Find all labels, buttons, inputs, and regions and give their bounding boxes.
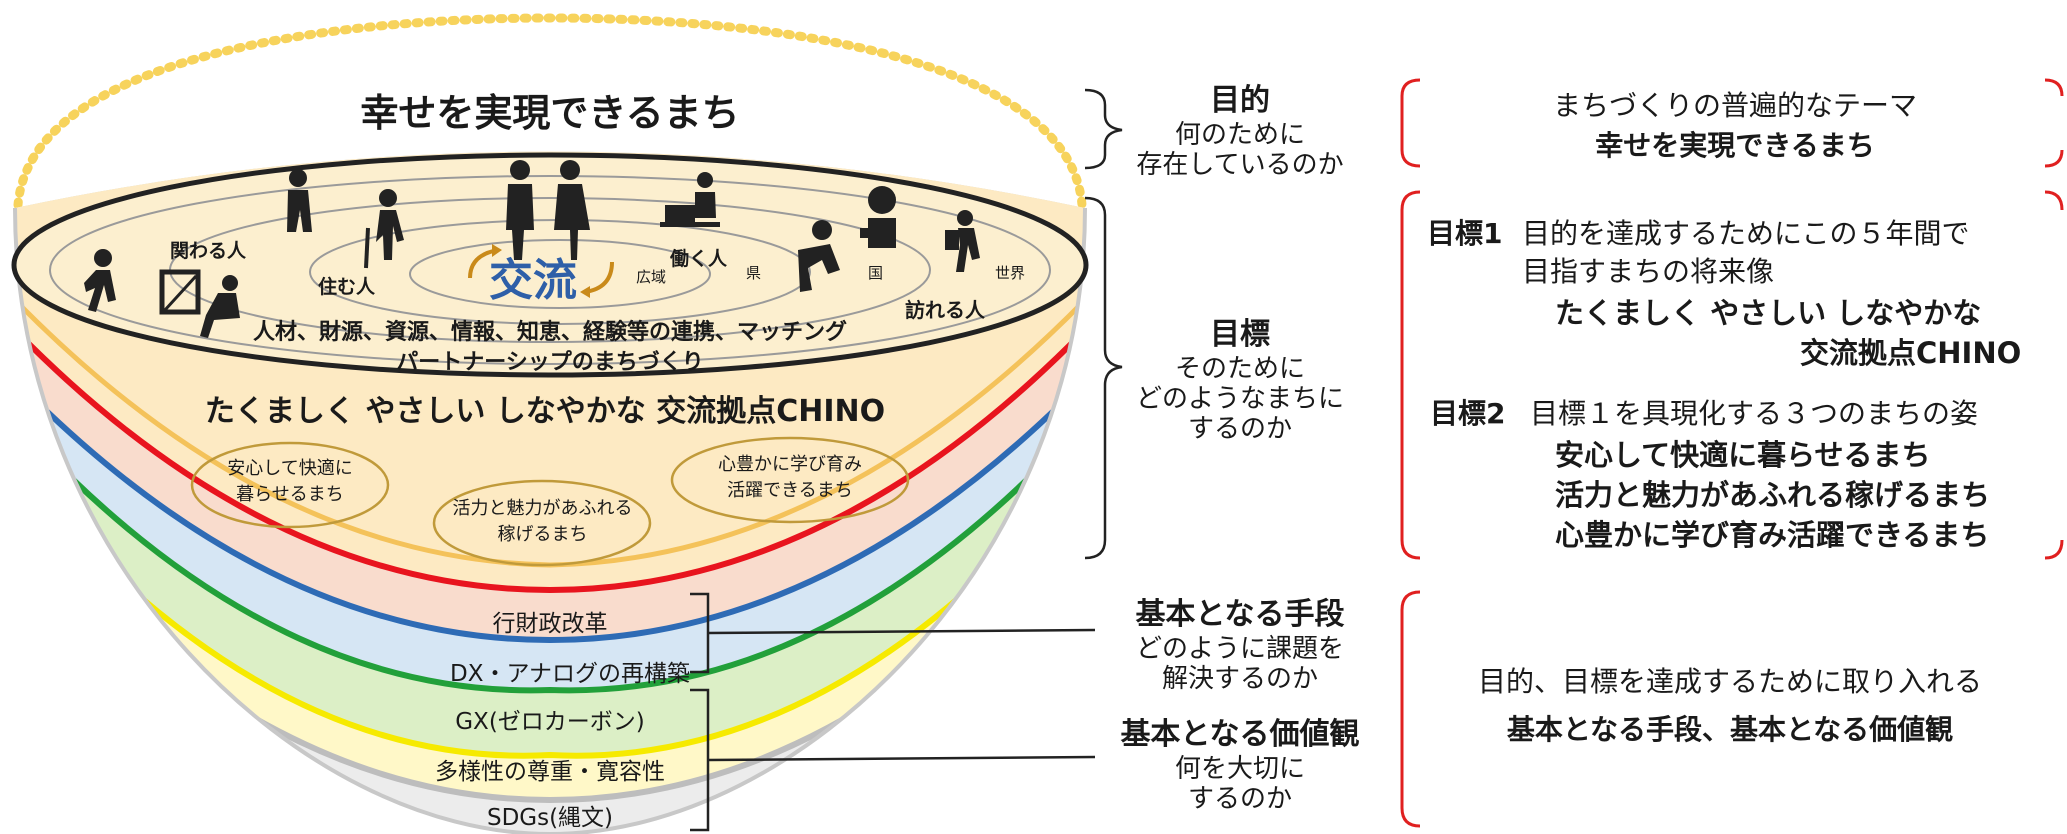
ring-label-prefecture: 県 [746, 264, 762, 282]
layer-gx: GX(ゼロカーボン) [455, 709, 645, 735]
office-worker-icon [660, 172, 720, 227]
ring-label-regional: 広域 [636, 268, 667, 286]
ring-label-world: 世界 [995, 264, 1026, 282]
purpose-line-1: 何のために [1174, 120, 1305, 150]
center-label: 交流 [489, 255, 577, 306]
people-visit-label: 訪れる人 [905, 298, 985, 322]
values-heading: 基本となる価値観 [1120, 717, 1360, 752]
goal2-text: 目標１を具現化する３つのまちの姿 [1530, 397, 1979, 430]
purpose-block: 目的 何のために 存在しているのか [1120, 82, 1360, 180]
means-block: 基本となる手段 どのように課題を 解決するのか [1115, 596, 1365, 694]
purpose-line-2: 存在しているのか [1136, 150, 1344, 180]
goal1-bold-2: 交流拠点CHINO [1800, 336, 2022, 370]
goal2-label: 目標2 [1430, 397, 1506, 430]
bowl-title: 幸せを実現できるまち [360, 91, 740, 135]
goal-item-learning: 心豊かに学び育み 活躍できるまち [718, 454, 862, 501]
right-purpose-line-2: 幸せを実現できるまち [1595, 129, 1875, 162]
goal1-text-1: 目的を達成するためにこの５年間で [1522, 217, 1970, 250]
goal1-text-2: 目指すまちの将来像 [1522, 255, 1775, 288]
ring-label-country: 国 [868, 264, 884, 282]
elder-with-cane-icon [364, 189, 404, 269]
goal-line-1: そのために [1174, 354, 1305, 384]
layer-dx: DX・アナログの再構築 [449, 661, 690, 687]
right-means-line-1: 目的、目標を達成するために取り入れる [1477, 665, 1982, 698]
goal2-item-3: 心豊かに学び育み活躍できるまち [1555, 518, 1990, 552]
linkage-line-2: パートナーシップのまちづくり [396, 350, 704, 375]
people-live-label: 住む人 [318, 276, 376, 298]
walking-person-icon [84, 249, 116, 312]
right-means-line-2: 基本となる手段、基本となる価値観 [1506, 713, 1954, 746]
goal1-label: 目標1 [1427, 217, 1503, 250]
window-person-icon [159, 269, 240, 338]
dome-dotted-arc [13, 13, 1087, 210]
goal2-item-2: 活力と魅力があふれる稼げるまち [1555, 478, 1991, 512]
goal-heading: 目標 [1210, 317, 1270, 352]
goal-item-safe: 安心して快適に 暮らせるまち [227, 458, 353, 505]
traveler-icon [945, 210, 980, 272]
layer-sdgs: SDGs(縄文) [486, 805, 614, 831]
people-icons [84, 160, 980, 338]
values-line-2: するのか [1187, 784, 1292, 814]
values-block: 基本となる価値観 何を大切に するのか [1110, 716, 1370, 814]
right-purpose-line-1: まちづくりの普遍的なテーマ [1552, 89, 1917, 122]
goal-line-3: するのか [1187, 414, 1292, 444]
goal-item-vitality: 活力と魅力があふれる 稼げるまち [452, 498, 633, 545]
goal-title: たくましく やさしい しなやかな 交流拠点CHINO [204, 394, 886, 429]
values-line-1: 何を大切に [1174, 754, 1305, 784]
means-line-2: 解決するのか [1161, 664, 1318, 694]
means-heading: 基本となる手段 [1135, 597, 1345, 632]
goal1-bold-1: たくましく やさしい しなやかな [1555, 296, 1982, 330]
goal-line-2: どのようなまちに [1135, 384, 1344, 414]
means-line-1: どのように課題を [1135, 634, 1344, 664]
purpose-title: 目的 [1210, 83, 1270, 118]
layer-diversity: 多様性の尊重・寛容性 [435, 759, 665, 785]
people-work-label: 働く人 [670, 248, 728, 270]
goal2-item-1: 安心して快適に暮らせるまち [1555, 438, 1931, 472]
active-person-icon [798, 220, 840, 292]
globe-reader-icon [860, 186, 896, 248]
linkage-line-1: 人材、財源、資源、情報、知恵、経験等の連携、マッチング [252, 320, 847, 345]
people-related-label: 関わる人 [170, 240, 247, 262]
goal-block: 目標 そのために どのようなまちに するのか [1120, 316, 1360, 444]
couple-icon [506, 160, 590, 260]
man-icon [287, 169, 312, 232]
layer-admin-reform: 行財政改革 [492, 611, 608, 637]
